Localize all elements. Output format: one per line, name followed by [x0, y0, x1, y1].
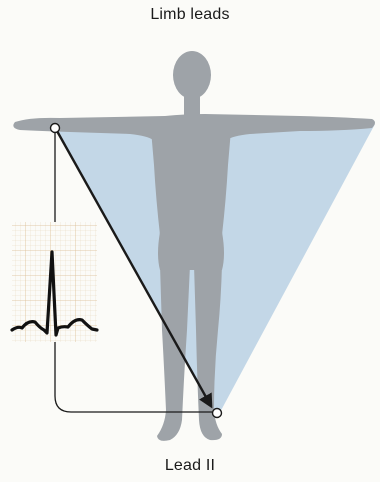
ecg-strip	[12, 222, 97, 342]
right-arm-electrode	[51, 124, 60, 133]
lead-label: Lead II	[0, 457, 380, 475]
left-leg-electrode	[213, 409, 222, 418]
